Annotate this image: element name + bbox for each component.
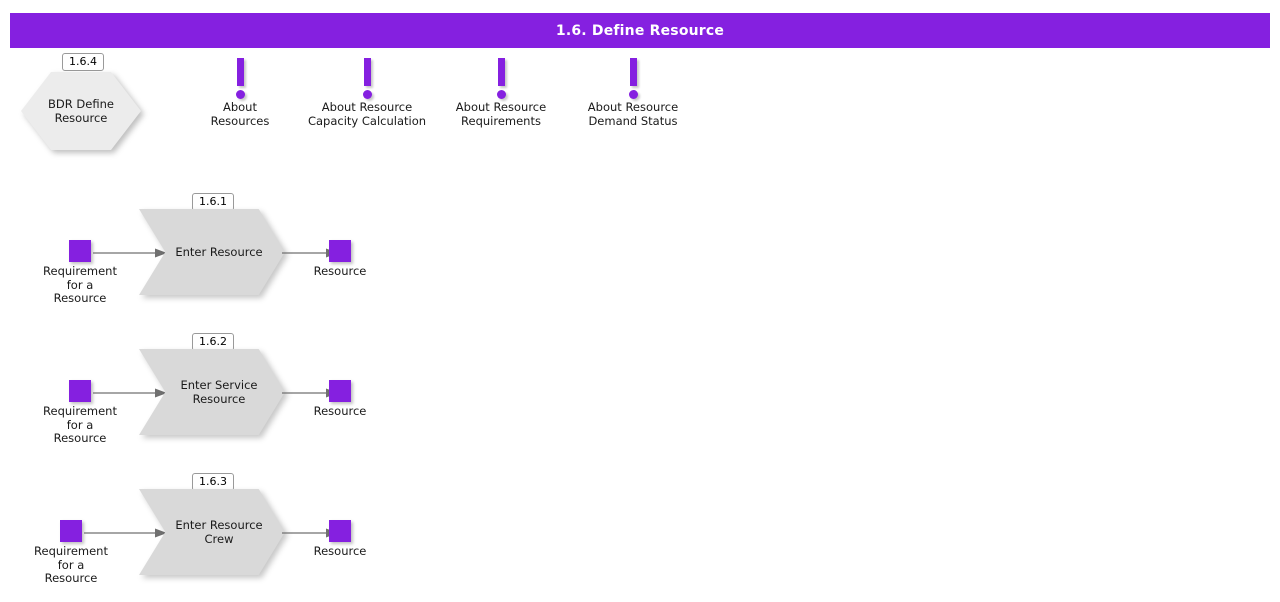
- row-3-process-node[interactable]: Enter Resource Crew: [139, 489, 285, 575]
- note-about-resource-demand-status[interactable]: About Resource Demand Status: [558, 58, 708, 128]
- row-1-output-node[interactable]: Resource: [280, 240, 400, 279]
- row-3-input-connector: [84, 527, 167, 539]
- exclamation-dot: [235, 90, 245, 99]
- exclamation-dot: [362, 90, 372, 99]
- data-square-icon: [329, 520, 351, 542]
- note-label: About Resource Requirements: [455, 100, 547, 128]
- hexagon-shape: BDR Define Resource: [21, 72, 141, 150]
- exclamation-icon: [292, 58, 442, 100]
- bdr-number-tag: 1.6.4: [62, 53, 104, 71]
- exclamation-icon: [426, 58, 576, 100]
- row-2-input-node[interactable]: Requirement for a Resource: [20, 380, 140, 446]
- exclamation-bar: [236, 58, 244, 86]
- note-about-resource-requirements[interactable]: About Resource Requirements: [426, 58, 576, 128]
- data-square-icon: [69, 380, 91, 402]
- exclamation-bar: [629, 58, 637, 86]
- note-label: About Resource Demand Status: [587, 100, 679, 128]
- note-about-resource-capacity-calculation[interactable]: About Resource Capacity Calculation: [292, 58, 442, 128]
- page-title: 1.6. Define Resource: [555, 22, 725, 39]
- note-label: About Resource Capacity Calculation: [307, 100, 427, 128]
- row-3-process-label: Enter Resource Crew: [175, 518, 263, 546]
- row-1-output-label: Resource: [313, 264, 367, 278]
- bdr-label: BDR Define Resource: [48, 97, 114, 125]
- row-2-output-label: Resource: [313, 404, 367, 418]
- row-1-process-node[interactable]: Enter Resource: [139, 209, 285, 295]
- data-square-icon: [329, 240, 351, 262]
- row-2-input-connector: [93, 387, 167, 399]
- row-1-input-label: Requirement for a Resource: [43, 264, 117, 305]
- exclamation-dot: [628, 90, 638, 99]
- row-3-output-label: Resource: [313, 544, 367, 558]
- row-1-process-label: Enter Resource: [175, 245, 263, 259]
- page-header-bar: 1.6. Define Resource: [10, 13, 1270, 48]
- row-1-input-connector: [93, 247, 167, 259]
- chevron-shape: Enter Resource Crew: [139, 489, 285, 575]
- exclamation-bar: [497, 58, 505, 86]
- chevron-shape: Enter Resource: [139, 209, 285, 295]
- row-2-output-node[interactable]: Resource: [280, 380, 400, 419]
- chevron-shape: Enter Service Resource: [139, 349, 285, 435]
- row-2-process-label: Enter Service Resource: [180, 378, 258, 406]
- exclamation-icon: [558, 58, 708, 100]
- note-about-resources[interactable]: About Resources: [165, 58, 315, 128]
- data-square-icon: [69, 240, 91, 262]
- row-3-input-node[interactable]: Requirement for a Resource: [11, 520, 131, 586]
- row-2-process-node[interactable]: Enter Service Resource: [139, 349, 285, 435]
- row-2-number-tag: 1.6.2: [192, 333, 234, 351]
- data-square-icon: [60, 520, 82, 542]
- exclamation-bar: [363, 58, 371, 86]
- exclamation-dot: [496, 90, 506, 99]
- row-1-input-node[interactable]: Requirement for a Resource: [20, 240, 140, 306]
- row-3-output-node[interactable]: Resource: [280, 520, 400, 559]
- exclamation-icon: [165, 58, 315, 100]
- row-3-input-label: Requirement for a Resource: [34, 544, 108, 585]
- data-square-icon: [329, 380, 351, 402]
- bdr-define-resource-node[interactable]: BDR Define Resource: [21, 72, 141, 150]
- row-2-input-label: Requirement for a Resource: [43, 404, 117, 445]
- note-label: About Resources: [210, 100, 270, 128]
